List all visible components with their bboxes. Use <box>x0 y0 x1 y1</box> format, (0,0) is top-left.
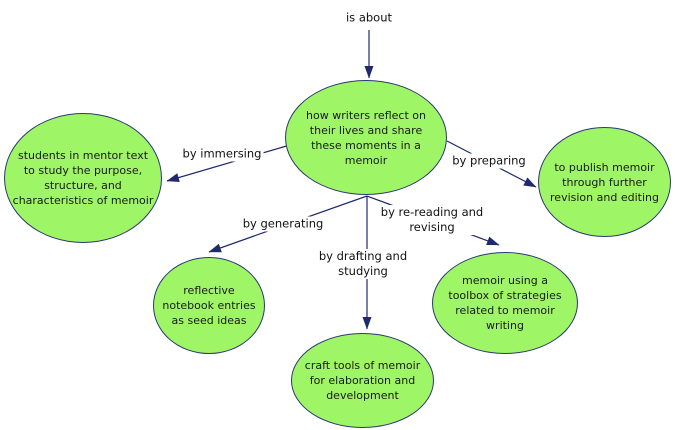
node-craft-tools: craft tools of memoir for elaboration an… <box>291 333 434 428</box>
node-publish: to publish memoir through further revisi… <box>538 127 671 237</box>
edge-label-generating: by generating <box>240 216 326 232</box>
edge-label-re-reading: by re-reading and revising <box>374 205 490 235</box>
node-mentor-text: students in mentor text to study the pur… <box>4 113 162 243</box>
edge-label-preparing: by preparing <box>450 153 528 169</box>
edge-label-immersing: by immersing <box>180 146 264 162</box>
node-main-topic: how writers reflect on their lives and s… <box>285 80 447 195</box>
node-strategies-toolbox: memoir using a toolbox of strategies rel… <box>432 252 578 354</box>
edge-label-is-about: is about <box>343 10 395 26</box>
edge-line-immersing <box>166 144 291 182</box>
node-notebook-entries: reflective notebook entries as seed idea… <box>153 257 265 354</box>
edge-label-drafting: by drafting and studying <box>313 249 413 279</box>
